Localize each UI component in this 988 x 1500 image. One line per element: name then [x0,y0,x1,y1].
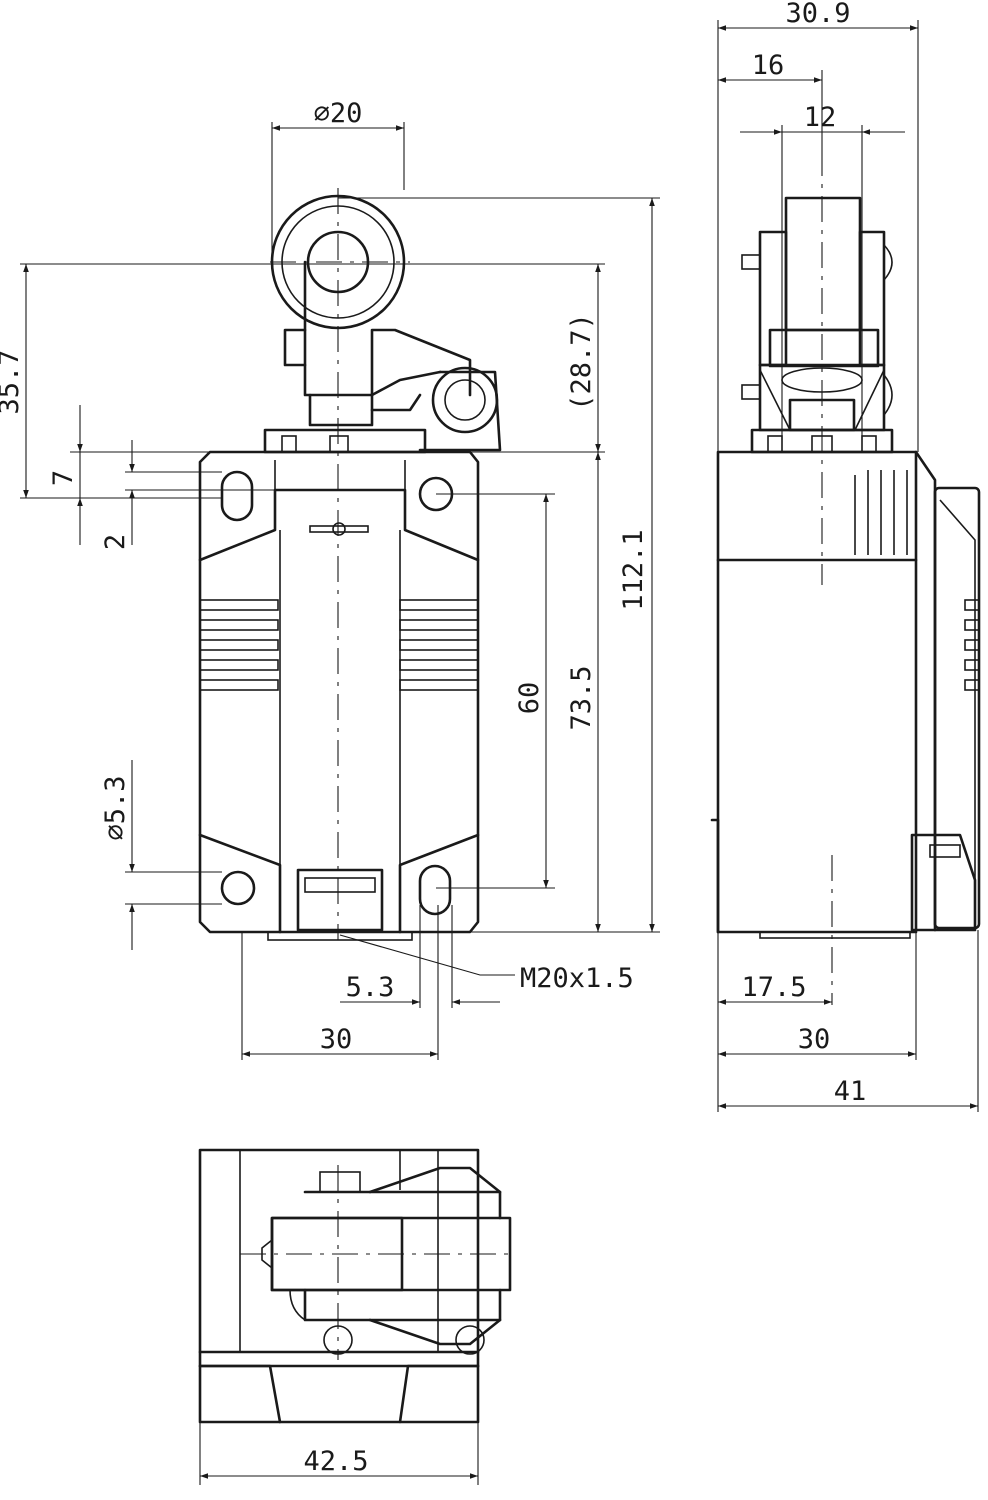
side-view [710,150,981,1005]
dim-42-5: 42.5 [303,1446,368,1477]
side-body [710,450,981,939]
dim-5-3: 5.3 [346,972,395,1003]
dim-17-5: 17.5 [741,972,806,1003]
head-base [263,428,427,454]
dim-73-5: 73.5 [566,665,597,730]
dimension-labels: 30.9 16 12 ⌀20 35.7 7 2 (28.7) 112.1 60 … [0,0,866,1477]
dim-35-7: 35.7 [0,349,25,414]
dim-16: 16 [752,50,785,81]
top-view [198,1148,515,1424]
dim-thread: M20x1.5 [520,963,634,994]
dim-roller-diameter: ⌀20 [314,98,363,129]
dim-7: 7 [48,470,79,486]
housing-body [198,450,480,941]
dim-28-7: (28.7) [566,313,597,411]
dim-2: 2 [100,534,131,550]
dim-front-30: 30 [320,1024,353,1055]
dim-112-1: 112.1 [618,529,649,610]
dim-mount-hole: ⌀5.3 [100,775,131,840]
dim-30-9: 30.9 [785,0,850,29]
dimension-lines [20,20,979,1485]
dim-60: 60 [514,682,545,715]
front-view [198,188,502,941]
vent-slots-left [199,599,279,691]
side-grille [854,470,908,555]
lever-arm [283,260,502,452]
top-lever [261,1166,512,1355]
dim-12: 12 [804,102,837,133]
side-head [741,196,894,454]
vent-slots-right [399,599,479,691]
dim-41: 41 [834,1076,867,1107]
dim-side-30: 30 [798,1024,831,1055]
